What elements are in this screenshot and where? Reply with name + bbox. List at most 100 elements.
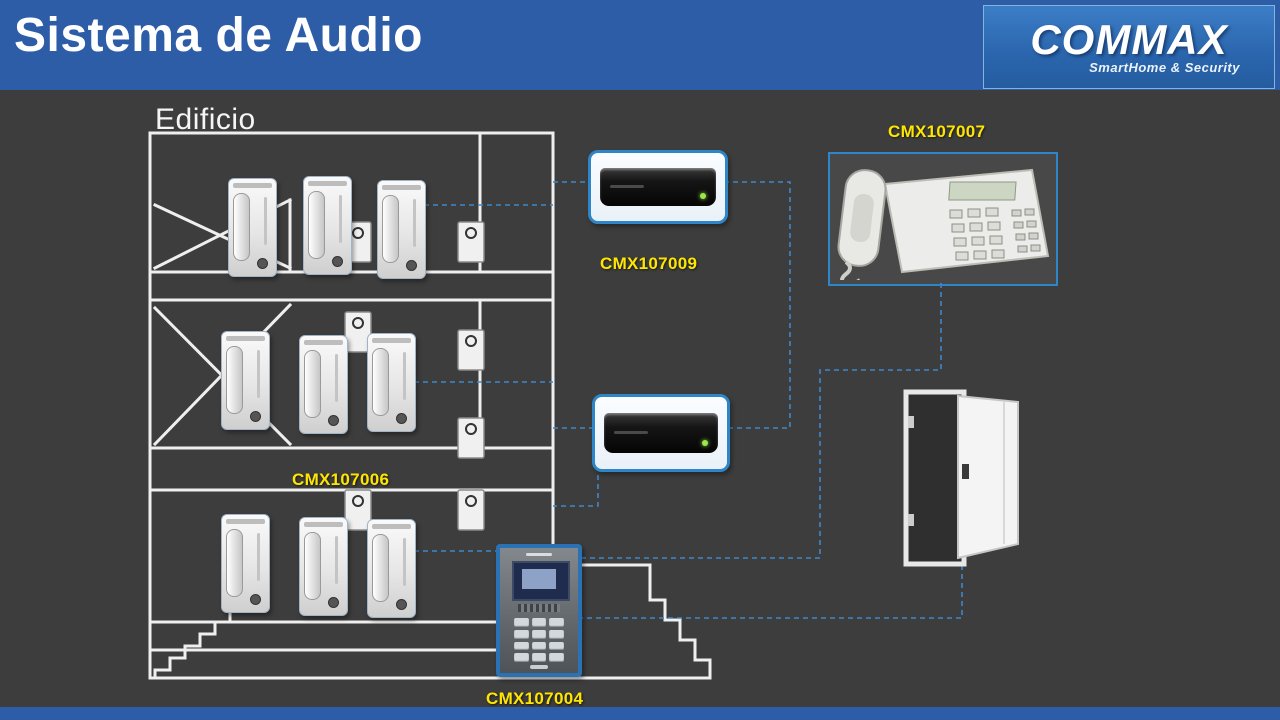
- junction-box: [457, 221, 485, 263]
- interphone-groove: [403, 538, 406, 586]
- door-illustration: [903, 389, 1019, 567]
- door-station-screen: [512, 561, 570, 601]
- junction-box: [457, 489, 485, 531]
- logo-brand: COMMAX: [1030, 15, 1228, 63]
- interphone-top-trim: [382, 185, 421, 190]
- door-station-brand-trim: [526, 553, 552, 556]
- door-station-bottom-slot: [530, 665, 548, 669]
- call-button-icon: [250, 411, 261, 422]
- interphone-top-trim: [304, 522, 343, 527]
- handset-icon: [226, 346, 243, 414]
- keypad-key: [531, 641, 547, 651]
- interphone-groove: [403, 352, 406, 400]
- door-handle: [962, 464, 969, 479]
- interphone-top-trim: [308, 181, 347, 186]
- handset-icon: [372, 348, 389, 416]
- keypad-key: [549, 653, 564, 662]
- distributor-vent: [614, 430, 649, 434]
- interphone-top-trim: [226, 519, 265, 524]
- commax-logo: COMMAX SmartHome & Security: [983, 5, 1275, 89]
- label-interphone: CMX107006: [292, 470, 390, 489]
- interphone-groove: [335, 536, 338, 584]
- entrance-door: [898, 386, 1026, 570]
- call-button-icon: [396, 599, 407, 610]
- keypad-key: [531, 653, 547, 662]
- distributor-vent: [610, 185, 645, 189]
- page-title: Sistema de Audio: [14, 9, 423, 62]
- handset-icon: [308, 191, 325, 259]
- interphone-groove: [413, 199, 416, 247]
- junction-box: [344, 489, 372, 531]
- interphone-top-trim: [372, 524, 411, 529]
- call-button-icon: [332, 256, 343, 267]
- junction-box: [457, 417, 485, 459]
- interphone-groove: [257, 350, 260, 398]
- logo-tagline: SmartHome & Security: [1089, 59, 1240, 75]
- handset-icon: [233, 193, 250, 261]
- keypad-key: [514, 629, 529, 639]
- handset-icon: [372, 534, 389, 602]
- keypad-key: [531, 618, 547, 627]
- distributor-chassis: [604, 412, 718, 454]
- power-led-icon: [701, 440, 708, 447]
- interphone-top-trim: [226, 336, 265, 341]
- keypad-key: [549, 618, 564, 627]
- interphone-unit: [299, 517, 348, 616]
- call-button-icon: [250, 594, 261, 605]
- keypad-key: [514, 653, 529, 662]
- call-button-icon: [406, 260, 417, 271]
- interphone-groove: [264, 197, 267, 245]
- door-station-screen-inner: [522, 569, 556, 589]
- interphone-groove: [257, 533, 260, 581]
- audio-distributor-top: [588, 150, 728, 224]
- interphone-unit: [367, 519, 416, 618]
- interphone-unit: [221, 514, 270, 613]
- label-desk-phone: CMX107007: [888, 122, 986, 141]
- interphone-unit: [299, 335, 348, 434]
- audio-distributor-bottom: [592, 394, 730, 472]
- keypad-key: [549, 641, 564, 651]
- door-frame: [903, 389, 967, 567]
- power-led-icon: [699, 193, 706, 200]
- door-station-keypad: [514, 618, 564, 662]
- interphone-groove: [339, 195, 342, 243]
- call-button-icon: [328, 597, 339, 608]
- label-distributor: CMX107009: [600, 254, 698, 273]
- keypad-key: [531, 629, 547, 639]
- keypad-key: [514, 641, 529, 651]
- interphone-groove: [335, 354, 338, 402]
- interphone-unit: [228, 178, 277, 277]
- connector-lines: [414, 181, 963, 619]
- interphone-unit: [221, 331, 270, 430]
- phone-function-keys: [1011, 208, 1041, 253]
- door-hinge: [908, 416, 914, 428]
- handset-icon: [304, 532, 321, 600]
- call-button-icon: [257, 258, 268, 269]
- phone-keypad: [949, 207, 1005, 261]
- call-button-icon: [396, 413, 407, 424]
- junction-boxes: [344, 221, 485, 531]
- interphone-unit: [367, 333, 416, 432]
- guard-desk-phone: [828, 152, 1058, 289]
- door-hinge: [908, 514, 914, 526]
- handset-icon: [382, 195, 399, 263]
- keypad-key: [514, 618, 529, 627]
- building-label: Edificio: [155, 103, 256, 136]
- desk-phone-illustration: [837, 168, 1050, 289]
- label-door-station: CMX107004: [486, 689, 584, 708]
- keypad-key: [549, 629, 564, 639]
- interphone-top-trim: [304, 340, 343, 345]
- handset-icon: [226, 529, 243, 597]
- junction-box: [344, 311, 372, 353]
- call-button-icon: [328, 415, 339, 426]
- building-outline: [148, 131, 712, 680]
- distributor-chassis: [600, 167, 716, 207]
- bottom-accent-bar: [0, 707, 1280, 720]
- junction-box: [457, 329, 485, 371]
- phone-handset-grip: [850, 193, 874, 243]
- interphone-unit: [377, 180, 426, 279]
- interphone-unit: [303, 176, 352, 275]
- handset-icon: [304, 350, 321, 418]
- phone-display: [948, 181, 1017, 201]
